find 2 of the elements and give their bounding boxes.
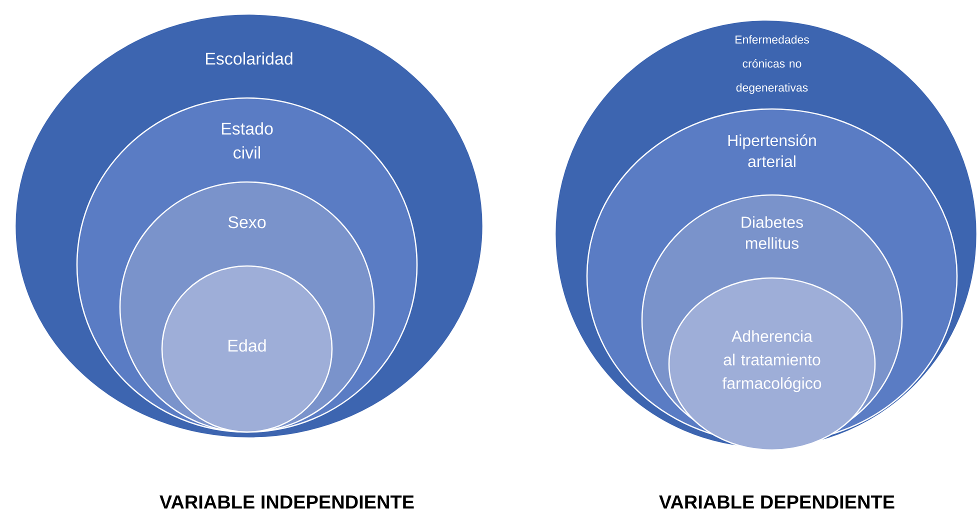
variable-title: VARIABLE DEPENDIENTE: [659, 495, 894, 509]
variable-title: VARIABLE INDEPENDIENTE: [160, 495, 414, 509]
